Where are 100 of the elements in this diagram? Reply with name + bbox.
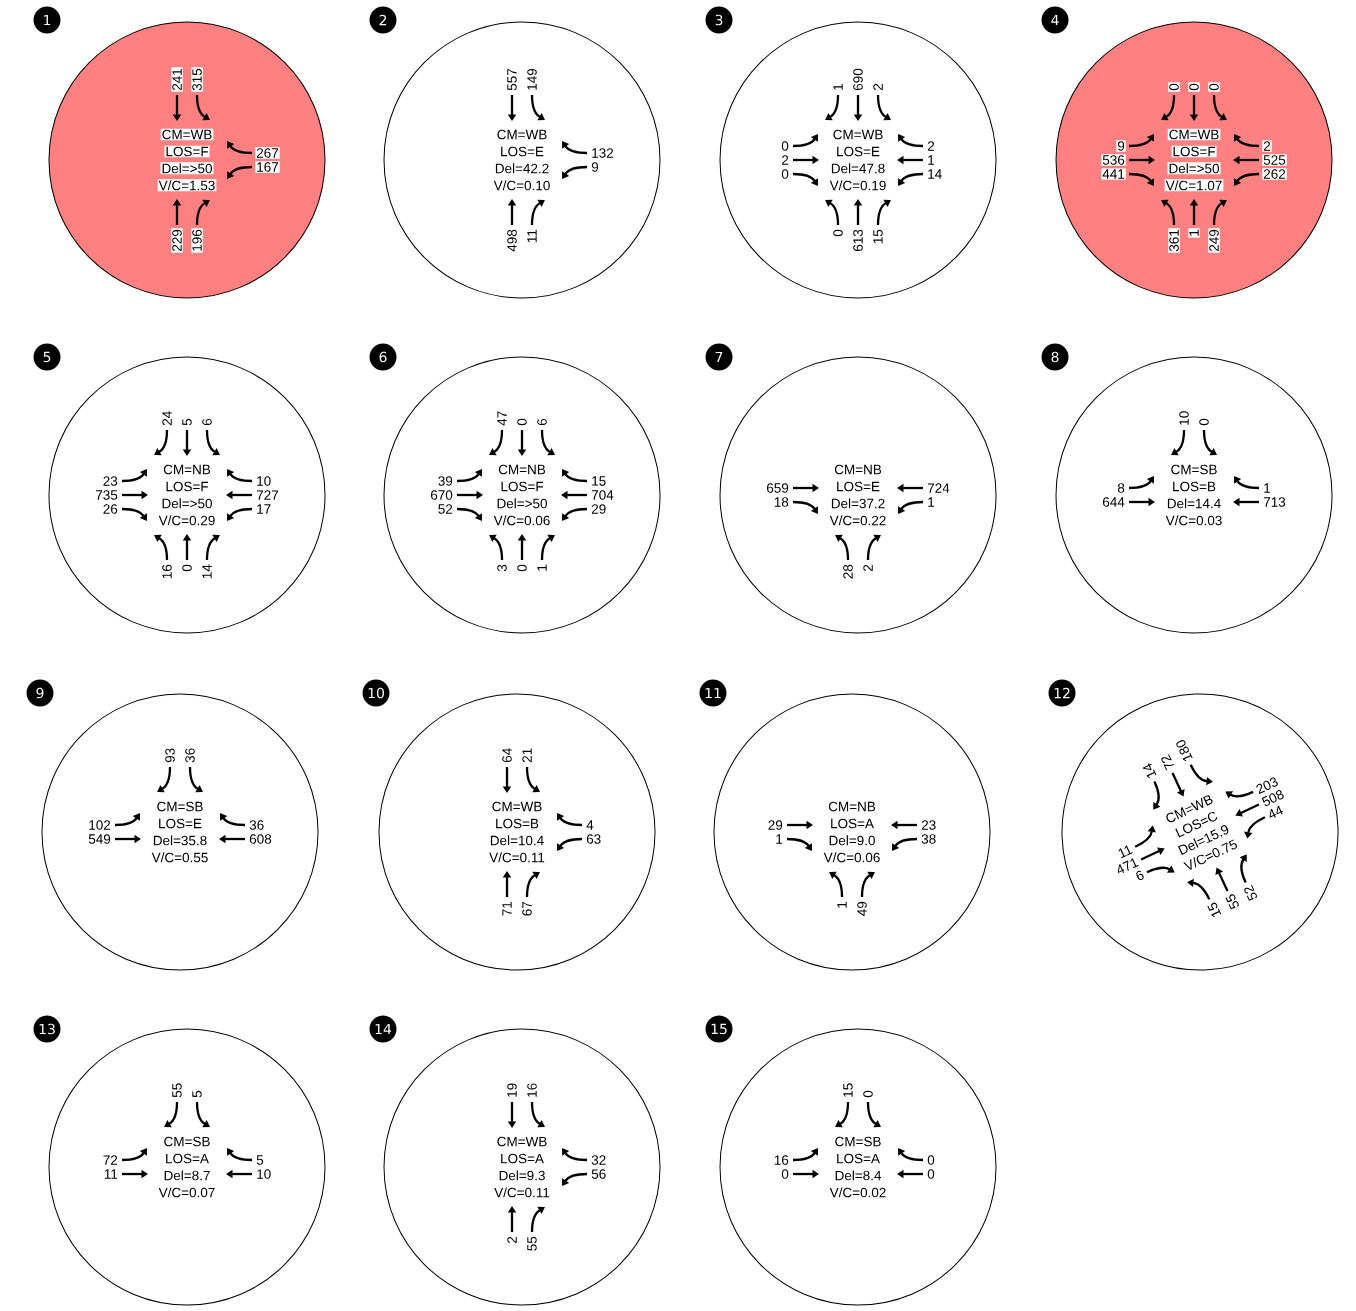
volume-label: 38 bbox=[921, 834, 936, 844]
volume-label: 441 bbox=[1101, 168, 1126, 180]
volume-label: 0 bbox=[863, 1090, 873, 1098]
volume-label: 0 bbox=[517, 564, 527, 572]
number-badge: 5 bbox=[33, 343, 61, 371]
number-badge: 9 bbox=[26, 679, 54, 707]
volume-label: 71 bbox=[502, 901, 512, 916]
volume-label: 713 bbox=[1263, 497, 1286, 507]
volume-label: 56 bbox=[591, 1169, 606, 1179]
volume-label: 724 bbox=[927, 483, 950, 493]
volume-label: 16 bbox=[527, 1083, 537, 1097]
volume-label: 47 bbox=[497, 411, 507, 426]
volume-label: 16 bbox=[774, 1155, 789, 1165]
volume-label: 2 bbox=[782, 155, 789, 165]
number-badge: 13 bbox=[33, 1015, 61, 1043]
volume-label: 735 bbox=[95, 490, 118, 500]
volume-label: 613 bbox=[853, 229, 863, 252]
volume-label: 0 bbox=[1168, 82, 1180, 92]
volume-label: 0 bbox=[1188, 82, 1200, 92]
volume-label: 4 bbox=[586, 820, 594, 830]
volume-label: 36 bbox=[249, 820, 264, 830]
volume-label: 557 bbox=[507, 68, 517, 91]
volume-label: 15 bbox=[1207, 902, 1222, 917]
volume-label: 704 bbox=[591, 490, 614, 500]
volume-label: 15 bbox=[873, 229, 883, 244]
volume-label: 102 bbox=[89, 820, 111, 830]
volume-label: 67 bbox=[522, 901, 532, 916]
volume-label: 1 bbox=[928, 497, 935, 507]
volume-label: 9 bbox=[1116, 140, 1126, 152]
volume-label: 11 bbox=[527, 229, 537, 243]
volume-label: 64 bbox=[502, 748, 512, 763]
volume-label: 2 bbox=[873, 83, 883, 91]
volume-label: 5 bbox=[256, 1155, 264, 1165]
volume-label: 0 bbox=[781, 141, 789, 151]
volume-label: 21 bbox=[522, 748, 532, 763]
volume-label: 659 bbox=[767, 483, 789, 493]
volume-label: 1 bbox=[1264, 483, 1271, 493]
volume-label: 2 bbox=[863, 564, 873, 572]
number-badge: 8 bbox=[1041, 343, 1069, 371]
volume-label: 690 bbox=[853, 68, 863, 91]
volume-label: 644 bbox=[1103, 497, 1125, 507]
volume-label: 14 bbox=[202, 564, 212, 579]
volume-label: 2 bbox=[507, 1236, 517, 1244]
volume-label: 39 bbox=[438, 476, 453, 486]
volume-label: 498 bbox=[507, 229, 517, 252]
volume-label: 15 bbox=[843, 1083, 853, 1097]
volume-label: 32 bbox=[591, 1155, 606, 1165]
volume-label: 23 bbox=[103, 476, 118, 486]
volume-label: 262 bbox=[1262, 168, 1287, 180]
volume-label: 549 bbox=[88, 834, 111, 844]
volume-label: 11 bbox=[104, 1169, 118, 1179]
volume-label: 72 bbox=[103, 1155, 118, 1165]
volume-label: 1 bbox=[833, 83, 843, 90]
volume-label: 52 bbox=[438, 504, 453, 514]
volume-label: 10 bbox=[257, 476, 271, 486]
volume-label: 14 bbox=[1142, 763, 1157, 778]
volume-label: 93 bbox=[165, 748, 175, 763]
volume-label: 0 bbox=[1199, 418, 1209, 426]
volume-label: 72 bbox=[1161, 754, 1174, 771]
volume-label: 1 bbox=[837, 901, 847, 908]
volume-label: 249 bbox=[1208, 228, 1220, 253]
volume-label: 23 bbox=[921, 820, 936, 830]
number-badge: 7 bbox=[705, 343, 733, 371]
volume-label: 29 bbox=[768, 820, 783, 830]
volume-label: 0 bbox=[927, 1155, 935, 1165]
volume-label: 1 bbox=[928, 155, 935, 165]
volume-label: 0 bbox=[182, 564, 192, 572]
number-badge: 12 bbox=[1048, 679, 1076, 707]
volume-label: 180 bbox=[1176, 740, 1193, 761]
volume-label: 196 bbox=[191, 228, 203, 253]
volume-label: 11 bbox=[1118, 845, 1133, 859]
volume-label: 3 bbox=[497, 564, 507, 572]
volume-label: 2 bbox=[1262, 140, 1272, 152]
volume-label: 0 bbox=[1208, 82, 1220, 92]
volume-label: 608 bbox=[249, 834, 272, 844]
volume-label: 19 bbox=[507, 1083, 517, 1097]
volume-label: 10 bbox=[1179, 411, 1189, 425]
number-badge: 6 bbox=[369, 343, 397, 371]
volume-label: 10 bbox=[257, 1169, 271, 1179]
volume-label: 44 bbox=[1269, 805, 1283, 818]
number-badge: 10 bbox=[362, 679, 390, 707]
volume-label: 55 bbox=[527, 1236, 537, 1251]
volume-label: 29 bbox=[591, 504, 606, 514]
volume-label: 525 bbox=[1262, 154, 1287, 166]
volume-label: 267 bbox=[255, 147, 280, 159]
volume-label: 536 bbox=[1101, 154, 1126, 166]
volume-label: 24 bbox=[162, 411, 172, 426]
volume-label: 0 bbox=[927, 1169, 935, 1179]
volume-label: 1 bbox=[1188, 228, 1200, 238]
volume-label: 52 bbox=[1244, 884, 1257, 901]
volume-label: 6 bbox=[202, 418, 212, 426]
volume-label: 55 bbox=[1225, 894, 1239, 910]
volume-label: 315 bbox=[191, 67, 203, 92]
volume-label: 5 bbox=[182, 418, 192, 426]
number-badge: 11 bbox=[699, 679, 727, 707]
number-badge: 4 bbox=[1041, 6, 1069, 34]
volume-label: 14 bbox=[928, 169, 942, 179]
volume-label: 17 bbox=[257, 504, 271, 514]
volume-label: 229 bbox=[171, 228, 183, 253]
volume-label: 361 bbox=[1168, 228, 1180, 253]
